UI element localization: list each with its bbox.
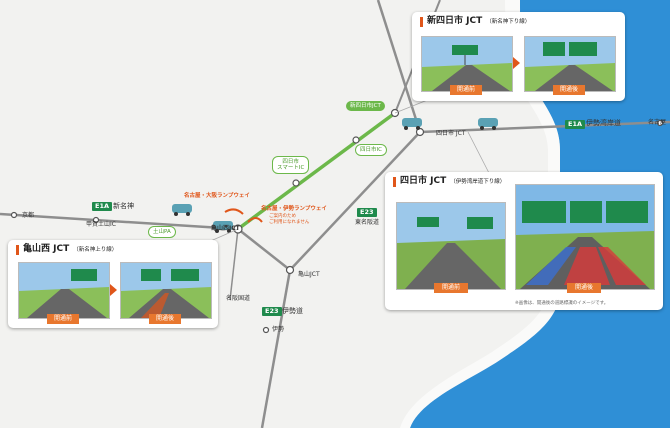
caption-after: 開通後 xyxy=(567,283,601,293)
badge-yokkaichi-ic: 四日市IC xyxy=(355,144,387,157)
panel-title: 四日市 JCT（伊勢湾岸道下り線） xyxy=(393,176,505,187)
label-nagoya-osaka-ramp: 名古屋・大阪ランプウェイ xyxy=(184,193,250,199)
callout-line xyxy=(467,131,491,176)
before-after-arrow xyxy=(513,57,520,69)
road-shinmeishin-west xyxy=(0,212,239,231)
badge-shin-yokkaichi-jct: 新四日市JCT xyxy=(346,101,385,112)
node-yokkaichi-jct xyxy=(415,127,425,137)
label-meihan-kokudo: 名阪国道 xyxy=(226,295,251,302)
label-kameyama-nishi-jct: 亀山西JCT xyxy=(211,225,240,232)
photo-before xyxy=(18,262,110,319)
label-kofukuyama-ic: 甲賀土山IC xyxy=(86,221,116,228)
car-icon xyxy=(172,204,192,216)
road-ise xyxy=(260,269,292,428)
photo-before xyxy=(396,202,506,290)
smart-ic-line1: 四日市 xyxy=(282,159,299,165)
road-higashi-meihan-north xyxy=(376,0,422,133)
node-smart-ic xyxy=(292,179,300,187)
caption-after: 開通後 xyxy=(149,314,181,324)
car-icon xyxy=(213,221,233,233)
panel-title: 亀山西 JCT（新名神上り線） xyxy=(16,244,117,255)
road-meihan-kokudo xyxy=(229,228,239,301)
panel-shin-yokkaichi: 新四日市 JCT（新名神下り線） 開通前 開通後 xyxy=(412,12,625,101)
panel-title: 新四日市 JCT（新名神下り線） xyxy=(420,16,530,27)
label-nagoya-ise-ramp: 名古屋・伊勢ランプウェイ xyxy=(261,206,327,212)
ramp-arrow xyxy=(247,217,263,223)
label-isewangan: 伊勢湾岸道 xyxy=(586,119,621,127)
label-yokkaichi-jct: 四日市 JCT xyxy=(436,130,466,137)
panel-yokkaichi: 四日市 JCT（伊勢湾岸道下り線） 開通前 開通後 ※画像は、開通後の道路標識の… xyxy=(385,172,663,310)
caption-after: 開通後 xyxy=(553,85,585,95)
node-nagoya xyxy=(656,119,664,127)
before-after-arrow xyxy=(110,284,117,296)
car-icon xyxy=(478,118,498,130)
caption-before: 開通前 xyxy=(434,283,468,293)
label-ramp-note2: ご利用になれません xyxy=(269,220,310,225)
label-kameyama-jct: 亀山JCT xyxy=(298,271,320,278)
badge-smart-ic: 四日市 スマートIC xyxy=(272,156,310,175)
label-nagoya: 名古屋 xyxy=(648,119,667,126)
caption-before: 開通前 xyxy=(450,85,482,95)
road-higashi-meihan xyxy=(289,131,421,271)
road-meihan xyxy=(237,228,291,271)
ramp-arrow xyxy=(224,208,244,215)
node-kofukuyama-ic xyxy=(92,216,100,224)
road-isewangan xyxy=(419,120,670,134)
label-ise: 伊勢 xyxy=(272,326,285,333)
road-shinmeishin-new xyxy=(236,111,397,231)
label-shinmeishin: 新名神 xyxy=(113,202,134,210)
footnote: ※画像は、開通後の道路標識のイメージです。 xyxy=(515,301,609,306)
photo-after xyxy=(524,36,616,92)
node-yokkaichi-ic xyxy=(352,136,360,144)
node-ise xyxy=(262,326,270,334)
car-icon xyxy=(402,118,422,130)
label-kyoto: 京都 xyxy=(22,212,35,219)
label-ise-road: 伊勢道 xyxy=(282,307,303,315)
route-sign-e23-ise: E23 xyxy=(262,307,282,316)
photo-after xyxy=(515,184,655,290)
route-sign-e23-higashi: E23 xyxy=(357,208,377,217)
panel-kameyama-nishi: 亀山西 JCT（新名神上り線） 開通前 開通後 xyxy=(8,240,218,328)
photo-after xyxy=(120,262,212,319)
badge-tsuchiyama-pa: 土山PA xyxy=(148,226,176,239)
photo-before xyxy=(421,36,513,92)
node-kyoto xyxy=(10,211,18,219)
route-sign-e1a-east: E1A xyxy=(565,120,585,129)
smart-ic-line2: スマートIC xyxy=(277,165,305,172)
sea-area xyxy=(410,0,670,428)
caption-before: 開通前 xyxy=(47,314,79,324)
route-sign-e1a-west: E1A xyxy=(92,202,112,211)
label-higashi-meihan: 東名阪道 xyxy=(355,219,380,226)
label-ramp-note1: ご案内のため xyxy=(269,214,296,219)
node-kameyama-jct xyxy=(285,265,295,275)
